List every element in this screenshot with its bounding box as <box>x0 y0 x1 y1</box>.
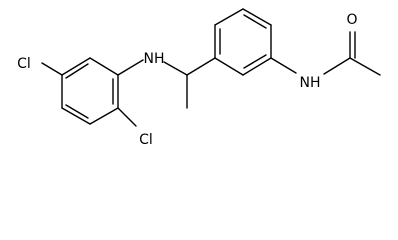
bond <box>243 54 267 69</box>
bond <box>65 63 89 79</box>
atom-nh-amine: NH <box>144 51 165 67</box>
bond-ch-ring <box>186 57 216 76</box>
molecule-canvas: Cl Cl NH NH O <box>17 8 381 148</box>
atom-cl-bottom: Cl <box>139 132 153 148</box>
phenyl-ring <box>214 8 272 76</box>
atom-cl-left: Cl <box>17 56 31 72</box>
bond <box>89 107 119 125</box>
bond <box>61 107 91 125</box>
bond <box>242 57 272 76</box>
bond-ring-nh-amide <box>270 57 297 74</box>
bond <box>214 8 244 26</box>
bond <box>242 8 272 26</box>
bond-c-cl-bottom <box>117 107 137 127</box>
atom-nh-amide: NH <box>300 75 321 91</box>
bond-nh-carbonyl <box>323 57 351 75</box>
bond <box>65 104 89 119</box>
dichlorophenyl-ring <box>61 57 119 125</box>
bond <box>214 57 244 76</box>
bond-nh-ch <box>163 61 188 76</box>
molecule-structure: Cl Cl NH NH O <box>17 8 381 148</box>
atom-o-carbonyl: O <box>346 12 357 28</box>
bond <box>89 57 119 76</box>
bond-c-nh <box>117 59 144 76</box>
bond <box>61 57 91 76</box>
bond <box>243 14 267 29</box>
bond-c-cl-left <box>41 62 63 76</box>
bond-carbonyl-methyl <box>349 57 381 76</box>
